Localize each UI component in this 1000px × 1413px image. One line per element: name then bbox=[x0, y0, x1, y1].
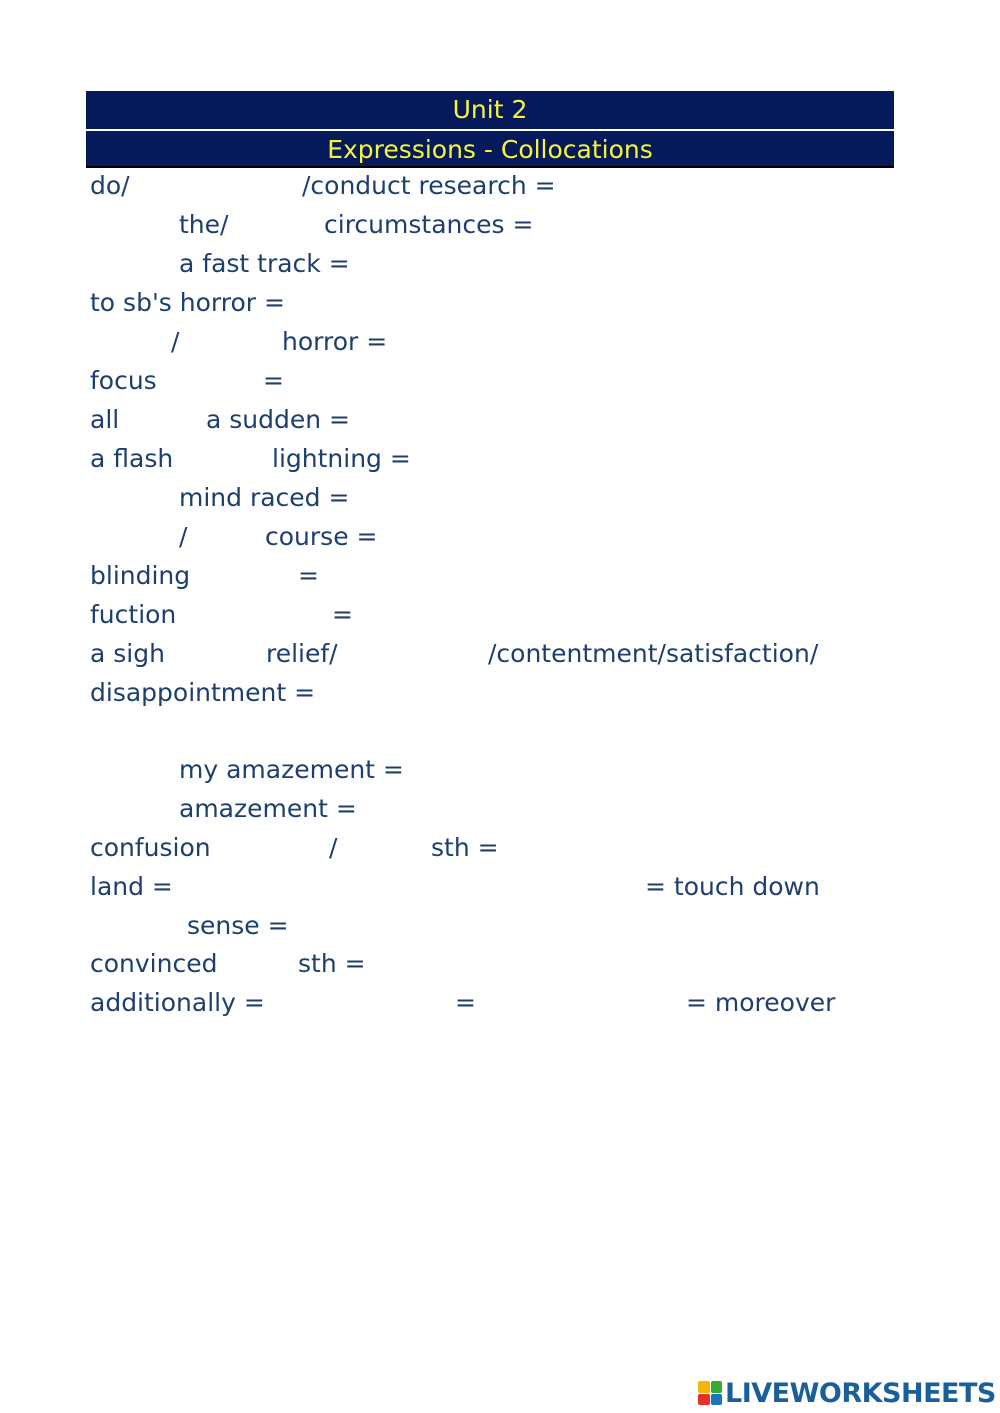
liveworksheets-logo-icon bbox=[698, 1381, 722, 1405]
collocation-line-5-part-1: / bbox=[171, 327, 180, 356]
collocation-line-11-part-2: = bbox=[298, 561, 319, 590]
collocation-line-16-part-1: amazement = bbox=[179, 794, 357, 823]
collocation-line-10-part-2: course = bbox=[265, 522, 378, 551]
collocation-line-7-part-2: a sudden = bbox=[206, 405, 350, 434]
collocation-line-21-part-3: = moreover bbox=[686, 988, 836, 1017]
collocation-line-17-part-2: / bbox=[329, 833, 338, 862]
collocation-line-5-part-2: horror = bbox=[282, 327, 388, 356]
collocation-line-3-part-1: a fast track = bbox=[179, 249, 350, 278]
collocation-line-6-part-2: = bbox=[263, 366, 284, 395]
collocation-line-20-part-1: convinced bbox=[90, 949, 218, 978]
collocation-line-17-part-1: confusion bbox=[90, 833, 211, 862]
section-title-bar: Expressions - Collocations bbox=[86, 130, 894, 168]
collocation-line-2-part-2: circumstances = bbox=[324, 210, 534, 239]
collocation-line-12-part-2: = bbox=[332, 600, 353, 629]
collocation-line-8-part-2: lightning = bbox=[272, 444, 411, 473]
collocation-line-13-part-1: a sigh bbox=[90, 639, 165, 668]
collocation-line-11-part-1: blinding bbox=[90, 561, 191, 590]
collocation-line-21-part-1: additionally = bbox=[90, 988, 265, 1017]
collocation-line-4-part-1: to sb's horror = bbox=[90, 288, 285, 317]
collocation-line-19-part-1: sense = bbox=[187, 911, 289, 940]
collocation-line-1-part-2: /conduct research = bbox=[302, 171, 556, 200]
unit-title: Unit 2 bbox=[452, 95, 528, 124]
collocation-line-2-part-1: the/ bbox=[179, 210, 229, 239]
unit-title-bar: Unit 2 bbox=[86, 91, 894, 129]
collocation-line-20-part-2: sth = bbox=[298, 949, 366, 978]
collocation-line-17-part-3: sth = bbox=[431, 833, 499, 862]
collocation-line-13-part-3: /contentment/satisfaction/ bbox=[488, 639, 819, 668]
collocation-line-12-part-1: fuction bbox=[90, 600, 177, 629]
collocation-line-18-part-2: = touch down bbox=[645, 872, 820, 901]
collocation-line-13-part-2: relief/ bbox=[266, 639, 338, 668]
collocation-line-14-part-1: disappointment = bbox=[90, 678, 316, 707]
collocation-line-8-part-1: a flash bbox=[90, 444, 174, 473]
watermark: LIVEWORKSHEETS bbox=[698, 1377, 996, 1409]
collocation-line-21-part-2: = bbox=[455, 988, 476, 1017]
collocation-line-15-part-1: my amazement = bbox=[179, 755, 404, 784]
section-title: Expressions - Collocations bbox=[327, 135, 653, 164]
collocation-line-9-part-1: mind raced = bbox=[179, 483, 350, 512]
collocation-line-10-part-1: / bbox=[179, 522, 188, 551]
collocation-line-7-part-1: all bbox=[90, 405, 120, 434]
collocation-line-18-part-1: land = bbox=[90, 872, 173, 901]
collocation-line-1-part-1: do/ bbox=[90, 171, 130, 200]
watermark-text: LIVEWORKSHEETS bbox=[725, 1377, 996, 1409]
collocation-line-6-part-1: focus bbox=[90, 366, 157, 395]
